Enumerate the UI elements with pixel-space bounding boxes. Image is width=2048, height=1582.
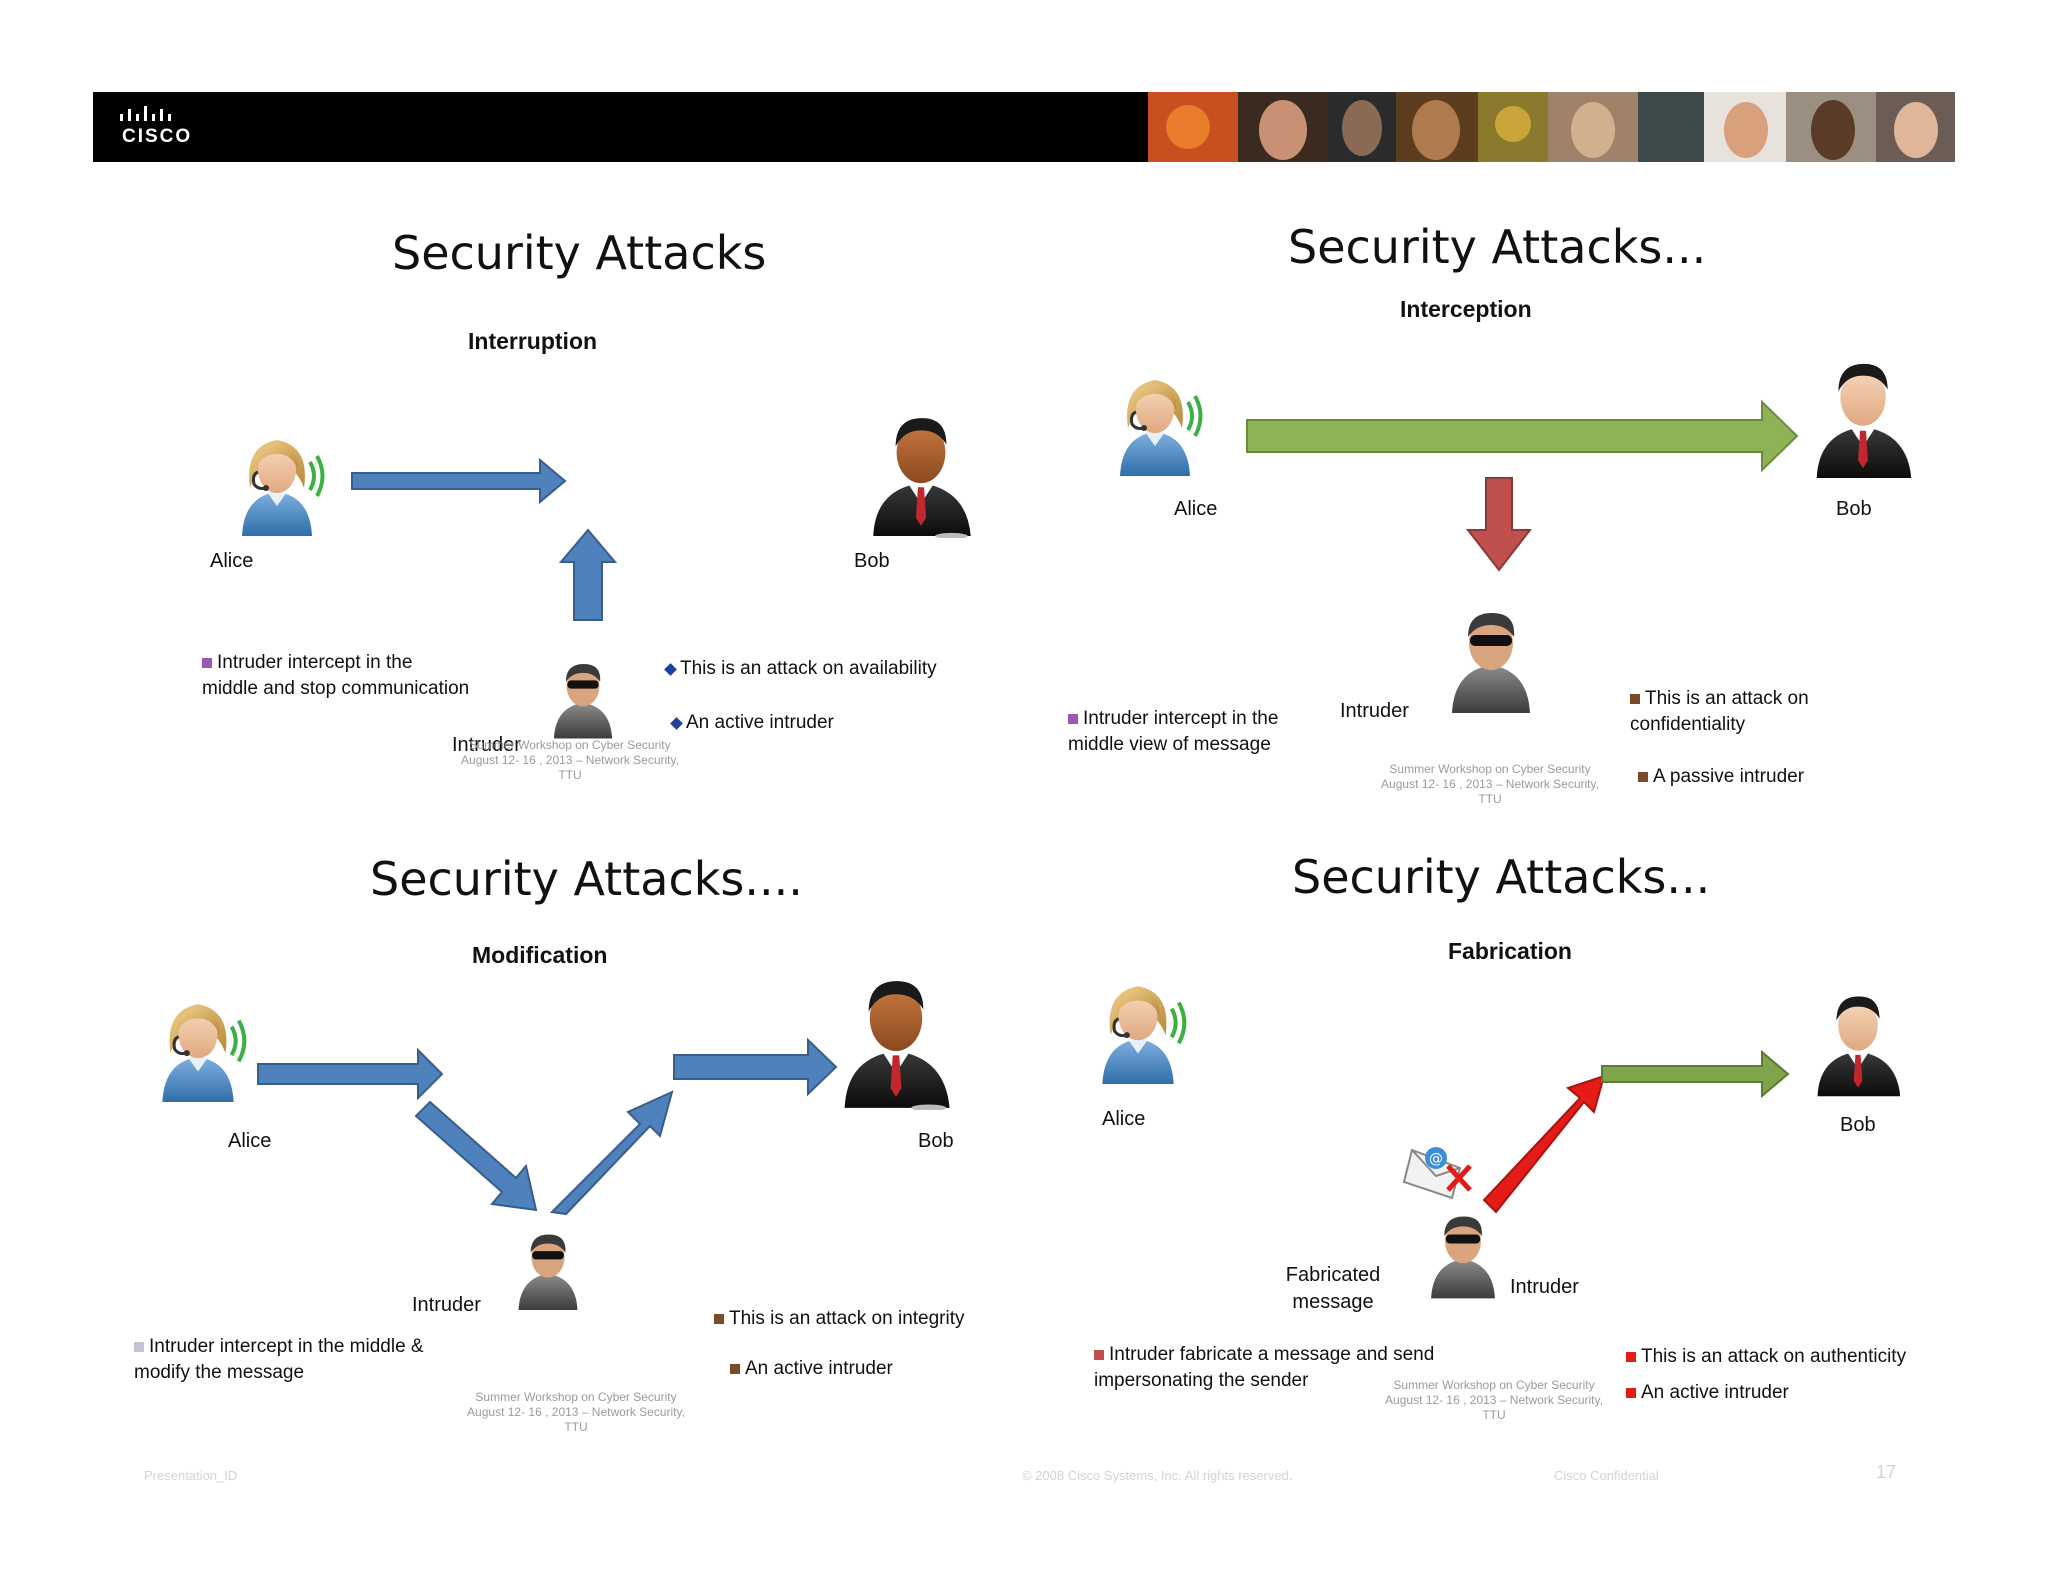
panel-title: Security Attacks... [1292,850,1711,904]
attack-type: This is an attack on confidentiality [1630,688,1809,735]
attack-type: This is an attack on authenticity [1626,1344,1906,1370]
bob-avatar-1 [873,418,971,538]
bullet-icon [1626,1388,1636,1398]
panel-subtitle: Interruption [468,328,598,354]
bob-avatar-3 [844,981,950,1110]
panel-subtitle: Interception [1400,296,1532,322]
logo-wordmark: CISCO [122,126,193,147]
blue-arrow-to-bob [673,1037,838,1097]
presentation-id: Presentation_ID [144,1468,238,1483]
alice-label: Alice [1174,498,1218,520]
bob-label: Bob [918,1130,954,1152]
intruder-kind: A passive intruder [1638,764,1804,790]
red-arrow-intruder-to-bob [1482,1074,1606,1214]
bullet-icon [202,658,212,668]
attack-description: Intruder intercept in the middle and sto… [202,652,470,699]
photo-strip [1148,92,1955,162]
bullet-icon [1638,772,1648,782]
bullet-icon [1626,1352,1636,1362]
fabricated-message-label: Fabricated message [1285,1264,1381,1313]
alice-label: Alice [210,550,254,572]
bullet-icon [1630,694,1640,704]
intruder-avatar-2 [1452,613,1530,713]
attack-type: This is an attack on integrity [714,1306,965,1332]
green-arrow-to-bob [1601,1049,1790,1099]
panel-title: Security Attacks [392,226,767,280]
blue-arrow-alice-to-stop [351,457,567,505]
blue-arrow-down-to-intruder [414,1100,538,1212]
bullet-icon [714,1314,724,1324]
bullet-icon [134,1342,144,1352]
attack-description: Intruder intercept in the middle view of… [1068,708,1279,755]
attack-description: Intruder intercept in the middle & modif… [134,1336,424,1383]
panel-title: Security Attacks... [1288,220,1707,274]
copyright: © 2008 Cisco Systems, Inc. All rights re… [1022,1468,1293,1483]
bob-label: Bob [1840,1114,1876,1136]
diamond-bullet-icon [670,717,683,730]
panel-subtitle: Modification [472,942,608,968]
alice-avatar-4 [1102,986,1184,1084]
green-arrow-alice-to-bob [1246,399,1799,473]
alice-label: Alice [228,1130,272,1152]
attack-type: This is an attack on availability [664,656,937,682]
bob-avatar-4 [1817,996,1901,1097]
intruder-avatar-4 [1431,1216,1495,1299]
bob-label: Bob [1836,498,1872,520]
confidential-label: Cisco Confidential [1554,1468,1659,1483]
intruder-kind: An active intruder [670,710,834,736]
intruder-kind: An active intruder [1626,1380,1789,1406]
svg-text:@: @ [1429,1151,1443,1167]
bullet-icon [730,1364,740,1374]
intruder-kind: An active intruder [730,1356,893,1382]
intruder-label: Intruder [1340,700,1409,722]
alice-avatar-1 [240,438,325,536]
blue-arrow-up [558,528,618,621]
alice-avatar-3 [162,1004,244,1102]
alice-label: Alice [1102,1108,1146,1130]
alice-avatar-2 [1118,378,1203,476]
intruder-label: Intruder [412,1294,481,1316]
bullet-icon [1094,1350,1104,1360]
intruder-avatar-3 [518,1234,578,1311]
intruder-label: Intruder [1510,1276,1579,1298]
bullet-icon [1068,714,1078,724]
fabricated-email-icon: @ [1402,1147,1472,1200]
cisco-bars-icon [120,106,171,121]
blue-arrow-up-from-intruder [549,1090,674,1216]
bob-label: Bob [854,550,890,572]
intruder-label: Intruder [452,734,521,756]
panel-title: Security Attacks.... [370,852,803,906]
bob-avatar-2 [1816,363,1912,479]
blue-arrow-alice-right [257,1047,444,1101]
intruder-avatar-1 [553,663,613,739]
diamond-bullet-icon [664,663,677,676]
attack-description: Intruder fabricate a message and send im… [1094,1344,1435,1391]
red-arrow-down [1465,477,1533,572]
page-number: 17 [1876,1462,1897,1482]
panel-subtitle: Fabrication [1448,938,1572,964]
